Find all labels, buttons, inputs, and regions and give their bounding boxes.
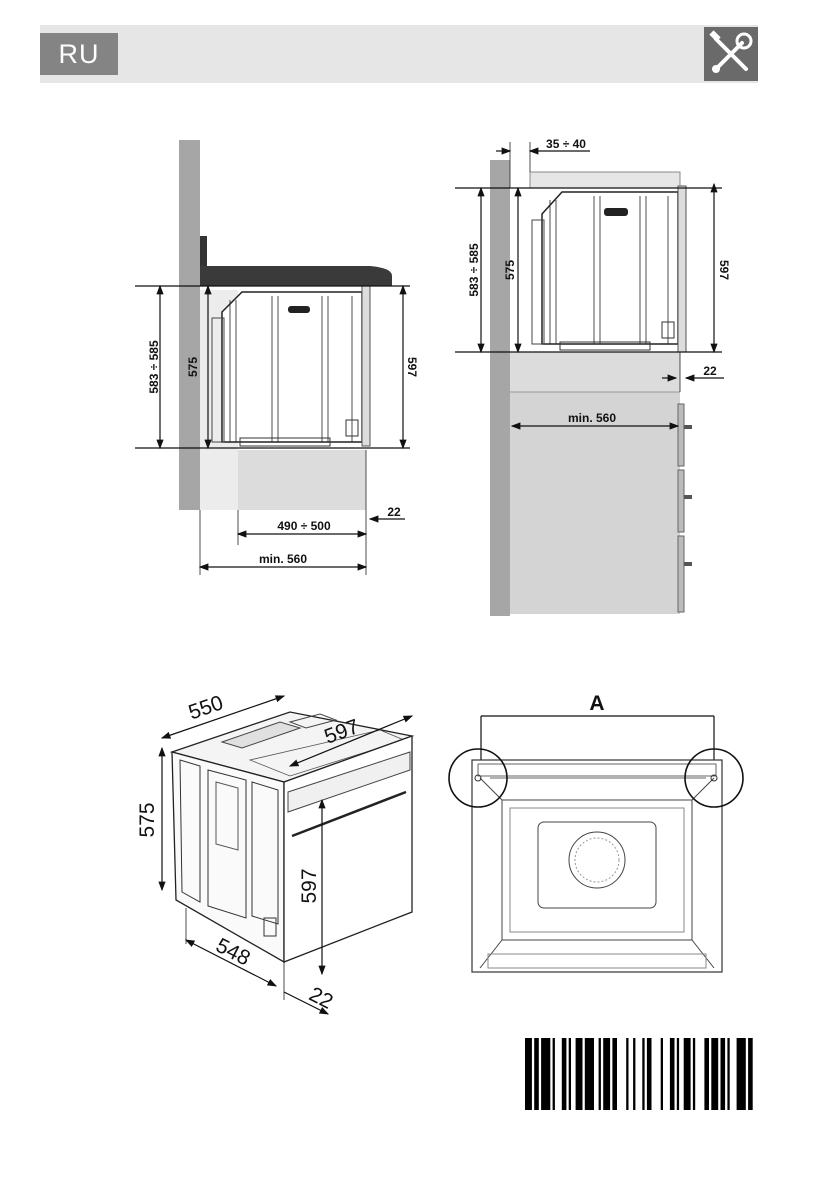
- right-top-gap-label: 35 ÷ 40: [546, 137, 586, 151]
- countertop: [200, 266, 392, 286]
- diagram-front-view: A: [448, 692, 744, 973]
- header-bar: [40, 25, 758, 83]
- iso-front-height-label: 597: [298, 868, 321, 903]
- diagram-column: 35 ÷ 40 583 ÷ 585 575 597 22 min. 560: [455, 137, 731, 616]
- wall: [179, 140, 200, 510]
- fixing-point-right: [684, 748, 744, 808]
- cabinet: [510, 392, 680, 614]
- left-depth-range-label: 490 ÷ 500: [277, 519, 331, 533]
- left-door-gap-label: 22: [387, 505, 401, 519]
- wall: [490, 160, 510, 616]
- right-door-gap-label: 22: [703, 364, 717, 378]
- language-badge: RU: [40, 33, 118, 75]
- iso-door-depth-label: 22: [305, 983, 336, 1014]
- left-height-range-label: 583 ÷ 585: [147, 340, 161, 394]
- diagram-under-counter: 583 ÷ 585 575 597 490 ÷ 500 22 min. 560: [135, 140, 419, 575]
- diagram-isometric: 550 597 575 597 548 22: [136, 691, 415, 1015]
- oven-body: [221, 291, 363, 443]
- right-min-depth-label: min. 560: [568, 411, 616, 425]
- iso-depth-label: 550: [186, 691, 227, 724]
- fixing-point-left: [448, 748, 508, 808]
- left-oven-height-label: 575: [186, 357, 200, 377]
- iso-height-label: 575: [136, 802, 159, 837]
- wrench-screwdriver-icon: [704, 27, 758, 81]
- right-oven-height-label: 575: [503, 260, 517, 280]
- front-label-a: A: [589, 692, 604, 715]
- left-min-depth-label: min. 560: [259, 552, 307, 566]
- right-height-range-label: 583 ÷ 585: [467, 243, 481, 297]
- right-front-height-label: 597: [717, 260, 731, 280]
- left-front-height-label: 597: [405, 357, 419, 377]
- barcode: [525, 1038, 753, 1110]
- cabinet: [238, 450, 366, 510]
